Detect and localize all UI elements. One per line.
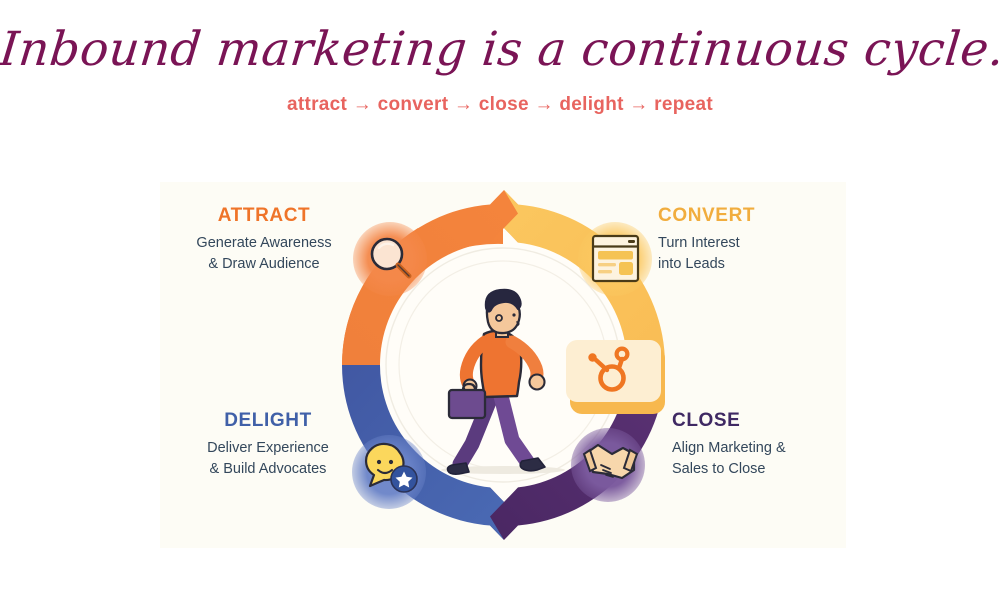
hubspot-logo-card[interactable] [566, 340, 665, 414]
inbound-cycle-diagram [341, 190, 666, 540]
stage-description-attract-line1: Generate Awareness [196, 234, 332, 251]
stage-description-convert: Turn Interest into Leads [658, 233, 830, 275]
stage-icon-close[interactable] [571, 428, 645, 502]
hubspot-sprocket-logo [588, 346, 630, 392]
stage-description-close-line2: Sales to Close [672, 460, 766, 477]
ring-segment-convert[interactable] [504, 190, 666, 365]
stage-description-delight-line2: & Build Advocates [209, 460, 327, 477]
smiley-speech-bubble-star-icon [364, 442, 418, 493]
stage-description-convert-line1: Turn Interest [658, 234, 740, 251]
handshake-icon [582, 443, 639, 480]
stage-heading-delight: DELIGHT [224, 410, 312, 431]
stage-icon-convert[interactable] [578, 222, 652, 296]
stage-description-attract: Generate Awareness & Draw Audience [186, 233, 342, 275]
stage-heading-attract: ATTRACT [217, 205, 311, 226]
stage-description-convert-line2: into Leads [658, 255, 725, 272]
stage-label-attract: ATTRACT Generate Awareness & Draw Audien… [186, 205, 342, 275]
stage-description-delight: Deliver Experience & Build Advocates [194, 438, 342, 480]
stage-icon-delight[interactable] [352, 435, 426, 509]
center-figure-walking-businessman [441, 288, 565, 475]
stage-icon-attract[interactable] [353, 222, 427, 296]
page-subtitle: attract → convert → close → delight → re… [286, 94, 714, 115]
stage-description-attract-line2: & Draw Audience [208, 255, 320, 272]
stage-heading-close: CLOSE [672, 410, 741, 431]
stage-description-close: Align Marketing & Sales to Close [672, 438, 848, 480]
stage-description-close-line1: Align Marketing & [672, 439, 786, 456]
stage-label-convert: CONVERT Turn Interest into Leads [658, 205, 830, 275]
stage-label-delight: DELIGHT Deliver Experience & Build Advoc… [194, 410, 342, 480]
page-header: Inbound marketing is a continuous cycle.… [0, 0, 1000, 160]
page-title: Inbound marketing is a continuous cycle. [0, 22, 1000, 77]
ring-segment-attract[interactable] [342, 190, 518, 365]
browser-form-icon [591, 234, 640, 283]
ring-segment-delight[interactable] [342, 365, 504, 540]
stage-description-delight-line1: Deliver Experience [207, 439, 329, 456]
stage-heading-convert: CONVERT [658, 205, 756, 226]
magnifying-glass-icon [370, 237, 412, 279]
stage-label-close: CLOSE Align Marketing & Sales to Close [672, 410, 848, 480]
